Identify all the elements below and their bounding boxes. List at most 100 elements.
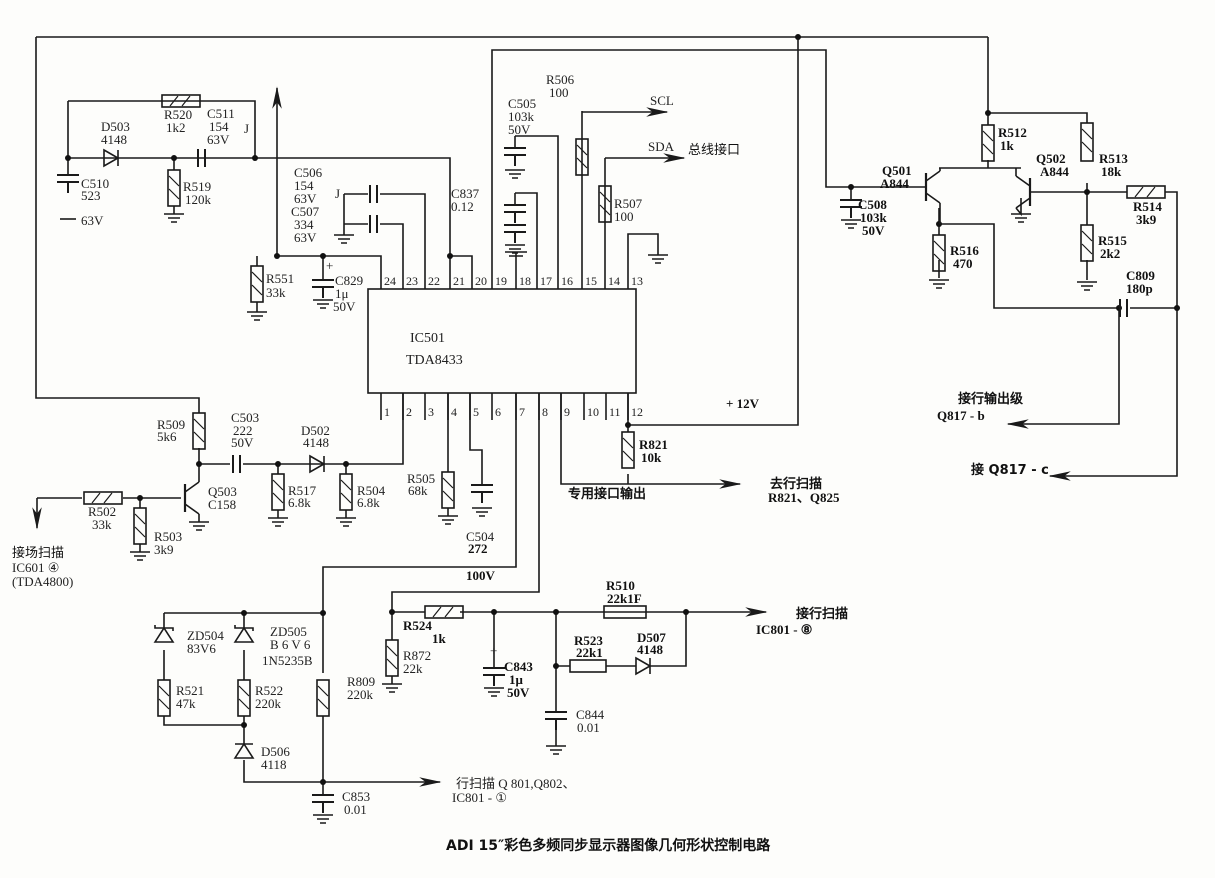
resistor-r809-hatch	[317, 685, 329, 710]
ground-icon	[438, 515, 458, 525]
dedicated-output-label: 专用接口输出	[568, 486, 646, 502]
r506-value: 100	[549, 85, 569, 100]
hscan-in-label-1: 接行扫描	[796, 606, 848, 622]
c510-ref: C510	[81, 176, 109, 191]
junction-dot	[320, 779, 326, 785]
ic-pin-19: 19	[495, 274, 507, 288]
r502-ref: R502	[88, 504, 116, 519]
r515-value: 2k2	[1100, 246, 1120, 261]
resistor-r809-body	[316, 679, 330, 717]
r503-ref: R503	[154, 529, 182, 544]
wire-12v	[630, 37, 799, 426]
ground-icon	[841, 219, 861, 229]
line-scan-label-1: 行扫描 Q 801,Q802、	[456, 776, 576, 791]
q503-value: C158	[208, 497, 236, 512]
d502-value: 4148	[303, 435, 329, 450]
r523-ref: R523	[574, 633, 603, 648]
resistor-r519-hatch	[168, 175, 180, 200]
r503-value: 3k9	[154, 542, 174, 557]
c843-polarity: +	[490, 643, 497, 658]
r510-value: 22k1F	[607, 591, 642, 606]
ic-pin-21: 21	[453, 274, 465, 288]
c511-voltage: 63V	[207, 132, 230, 147]
ic-pin-4: 4	[451, 405, 457, 419]
c843-ref: C843	[504, 659, 533, 674]
scl-label: SCL	[650, 93, 674, 108]
c843-value: 1μ	[509, 672, 524, 687]
c809-ref: C809	[1126, 268, 1155, 283]
resistor-r502-hatch	[91, 492, 113, 504]
r521-value: 47k	[176, 696, 196, 711]
ic-pin-22: 22	[428, 274, 440, 288]
ic501-ref: IC501	[410, 331, 445, 346]
capacitor-c844	[545, 711, 567, 730]
junction-dot	[447, 253, 453, 259]
resistor-r502	[83, 491, 123, 505]
resistor-r510-body	[603, 605, 647, 619]
r519-value: 120k	[185, 192, 212, 207]
capacitor-c503	[232, 455, 241, 473]
resistor-r520	[161, 94, 201, 108]
ic-pin-3: 3	[428, 405, 434, 419]
diagram-caption: ADI 15″彩色多频同步显示器图像几何形状控制电路	[446, 837, 771, 854]
zd505-value: B 6 V 6	[270, 637, 311, 652]
ic-pin-20: 20	[475, 274, 487, 288]
q503-ref: Q503	[208, 484, 237, 499]
ic-pin-17: 17	[540, 274, 552, 288]
resistor-r512-hatch	[982, 130, 994, 155]
zd504-value: 83V6	[187, 641, 216, 656]
ground-icon	[505, 169, 525, 179]
resistor-r514-hatch	[1134, 186, 1156, 198]
capacitor-c18a	[504, 204, 526, 223]
hscan-out-label-1: 去行扫描	[770, 476, 822, 492]
q502-value: A844	[1040, 164, 1069, 179]
c837-ref: C837	[451, 186, 480, 201]
components	[57, 94, 1166, 824]
diode-d503	[103, 148, 120, 168]
r520-ref: R520	[164, 107, 192, 122]
resistor-r512	[981, 124, 995, 162]
sda-label: SDA	[648, 139, 675, 154]
ic501-part: TDA8433	[406, 353, 463, 368]
resistor-r506	[575, 138, 589, 176]
r510-ref: R510	[606, 578, 635, 593]
ic-pin-13: 13	[631, 274, 643, 288]
plus12v-label: + 12V	[726, 396, 760, 411]
capacitor-c505	[504, 147, 526, 166]
resistor-r520-hatch	[169, 95, 191, 107]
junction-dot	[848, 184, 854, 190]
resistor-r506-hatch	[576, 144, 588, 169]
line-output-label-2: Q817 - b	[937, 408, 985, 423]
resistor-r524-body	[424, 605, 464, 619]
junction-dot	[1174, 305, 1180, 311]
v100-label: 100V	[466, 568, 496, 583]
capacitor-c508	[840, 199, 862, 218]
resistor-r517-body	[271, 473, 285, 511]
junction-dot	[65, 155, 71, 161]
junction-dot	[553, 663, 559, 669]
r516-ref: R516	[950, 243, 979, 258]
resistor-r504	[339, 473, 353, 511]
c505-ref: C505	[508, 96, 536, 111]
ground-icon	[382, 683, 402, 693]
resistor-r515-body	[1080, 224, 1094, 262]
resistor-r523	[569, 659, 607, 673]
capacitor-c18b	[504, 224, 526, 243]
resistor-r515-hatch	[1081, 230, 1093, 255]
junction-dot	[241, 722, 247, 728]
field-scan-label-1: 接场扫描	[12, 545, 64, 561]
ground-icon	[546, 745, 566, 755]
resistor-r517	[271, 473, 285, 511]
c829-ref: C829	[335, 273, 363, 288]
resistor-r503-hatch	[134, 513, 146, 538]
resistor-r503	[133, 507, 147, 545]
junction-dot	[553, 609, 559, 615]
capacitor-c507	[369, 215, 378, 233]
ground-icon	[1011, 213, 1031, 223]
resistor-r872-hatch	[386, 645, 398, 670]
resistor-r514	[1126, 185, 1166, 199]
wire-pin21	[255, 157, 451, 289]
resistor-r524-hatch	[432, 606, 454, 618]
resistor-r504-hatch	[340, 479, 352, 504]
zd504-ref: ZD504	[187, 628, 224, 643]
